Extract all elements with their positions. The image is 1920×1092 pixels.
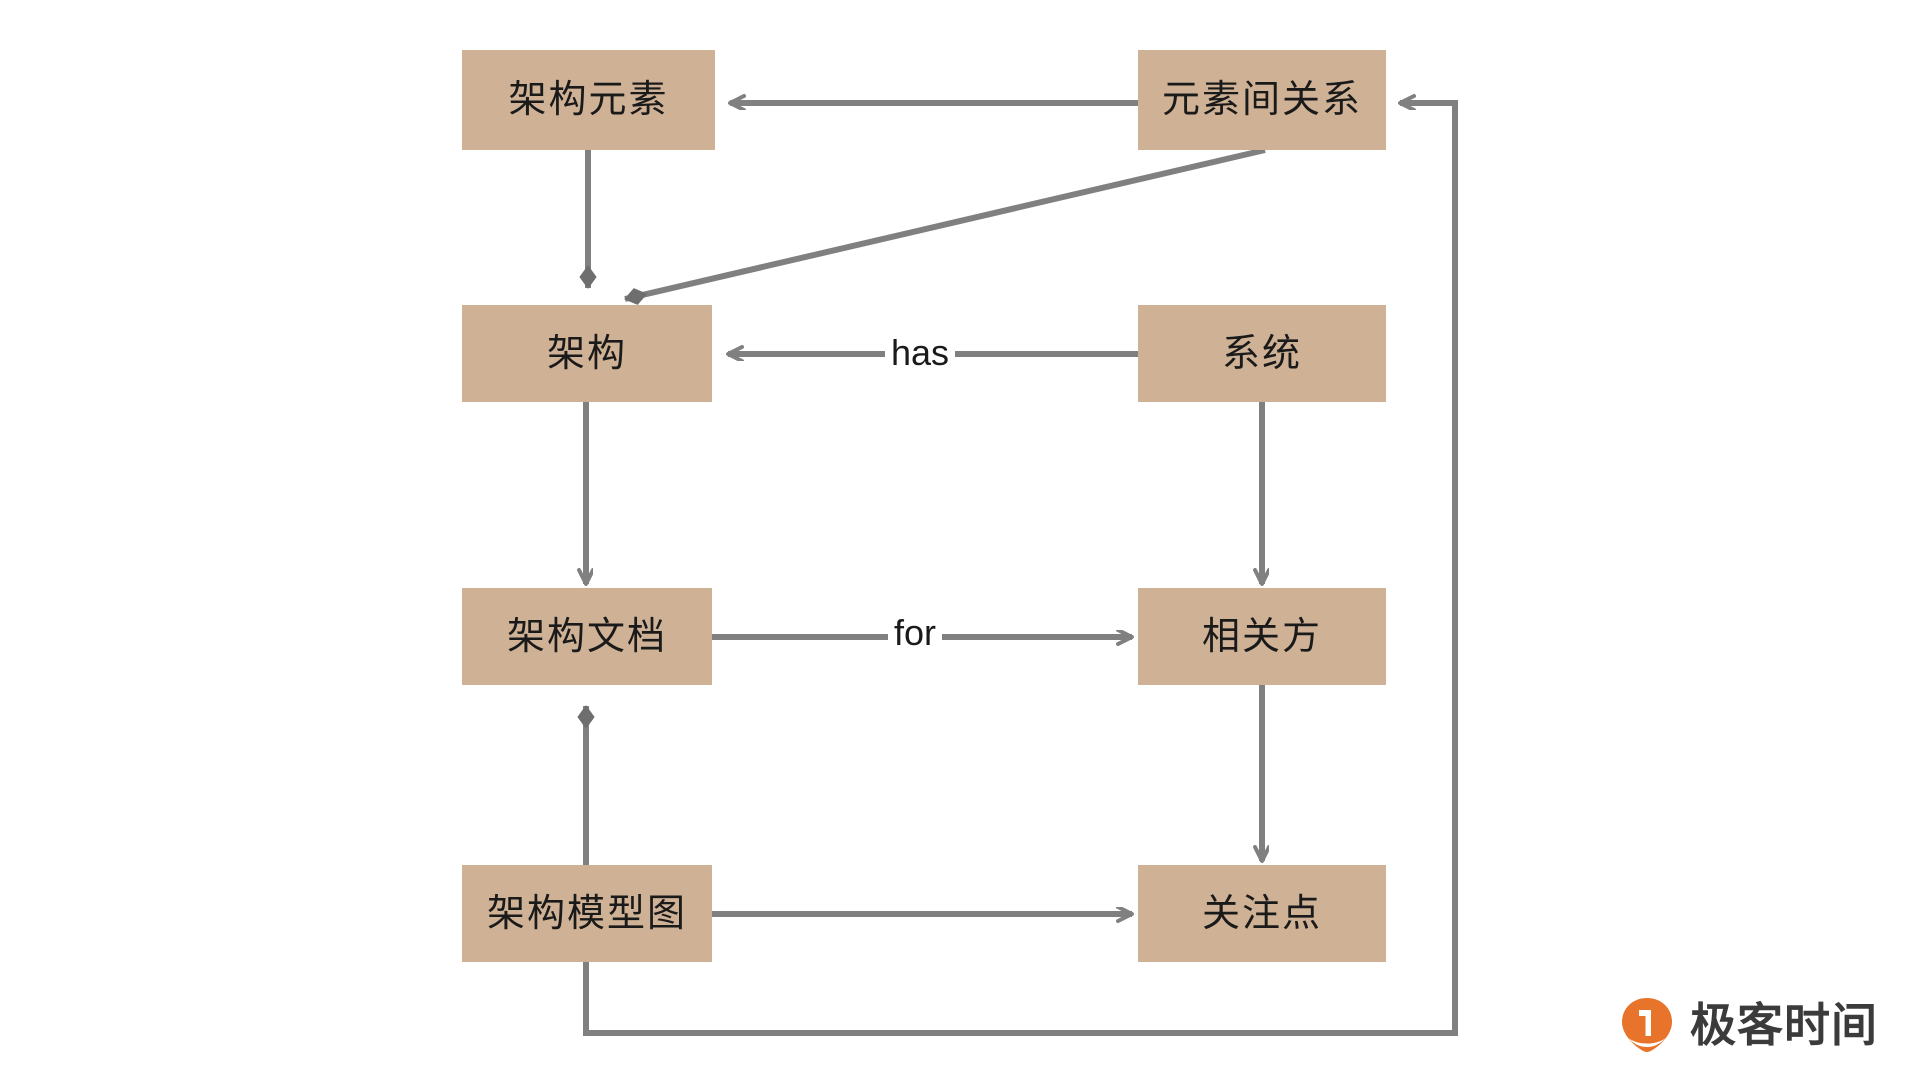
node-label: 元素间关系 (1161, 79, 1362, 121)
edge-model-to-relationship (583, 103, 1458, 1036)
edge-relationship-to-architecture (624, 147, 1266, 305)
edge-label-for: for (888, 613, 943, 653)
watermark-text: 极客时间 (1690, 999, 1878, 1051)
watermark: 极客时间 (1618, 996, 1878, 1054)
node-label: 相关方 (1201, 615, 1322, 658)
node-label: 关注点 (1201, 892, 1322, 935)
node-label: 架构模型图 (486, 892, 687, 935)
edge-label-has: has (885, 333, 956, 373)
node-label: 架构元素 (508, 79, 669, 121)
node-stakeholder[interactable]: 相关方 (1138, 588, 1386, 685)
node-system[interactable]: 系统 (1138, 305, 1386, 402)
node-architecture-document[interactable]: 架构文档 (462, 588, 712, 685)
node-architecture-model-diagram[interactable]: 架构模型图 (462, 865, 712, 962)
node-architecture-element[interactable]: 架构元素 (462, 50, 715, 150)
geekbang-logo-icon (1622, 998, 1672, 1052)
node-label: 架构 (546, 332, 627, 375)
node-label: 系统 (1221, 332, 1302, 375)
node-element-relationship[interactable]: 元素间关系 (1138, 50, 1386, 150)
node-label: 架构文档 (506, 615, 667, 658)
node-architecture[interactable]: 架构 (462, 305, 712, 402)
node-concern[interactable]: 关注点 (1138, 865, 1386, 962)
